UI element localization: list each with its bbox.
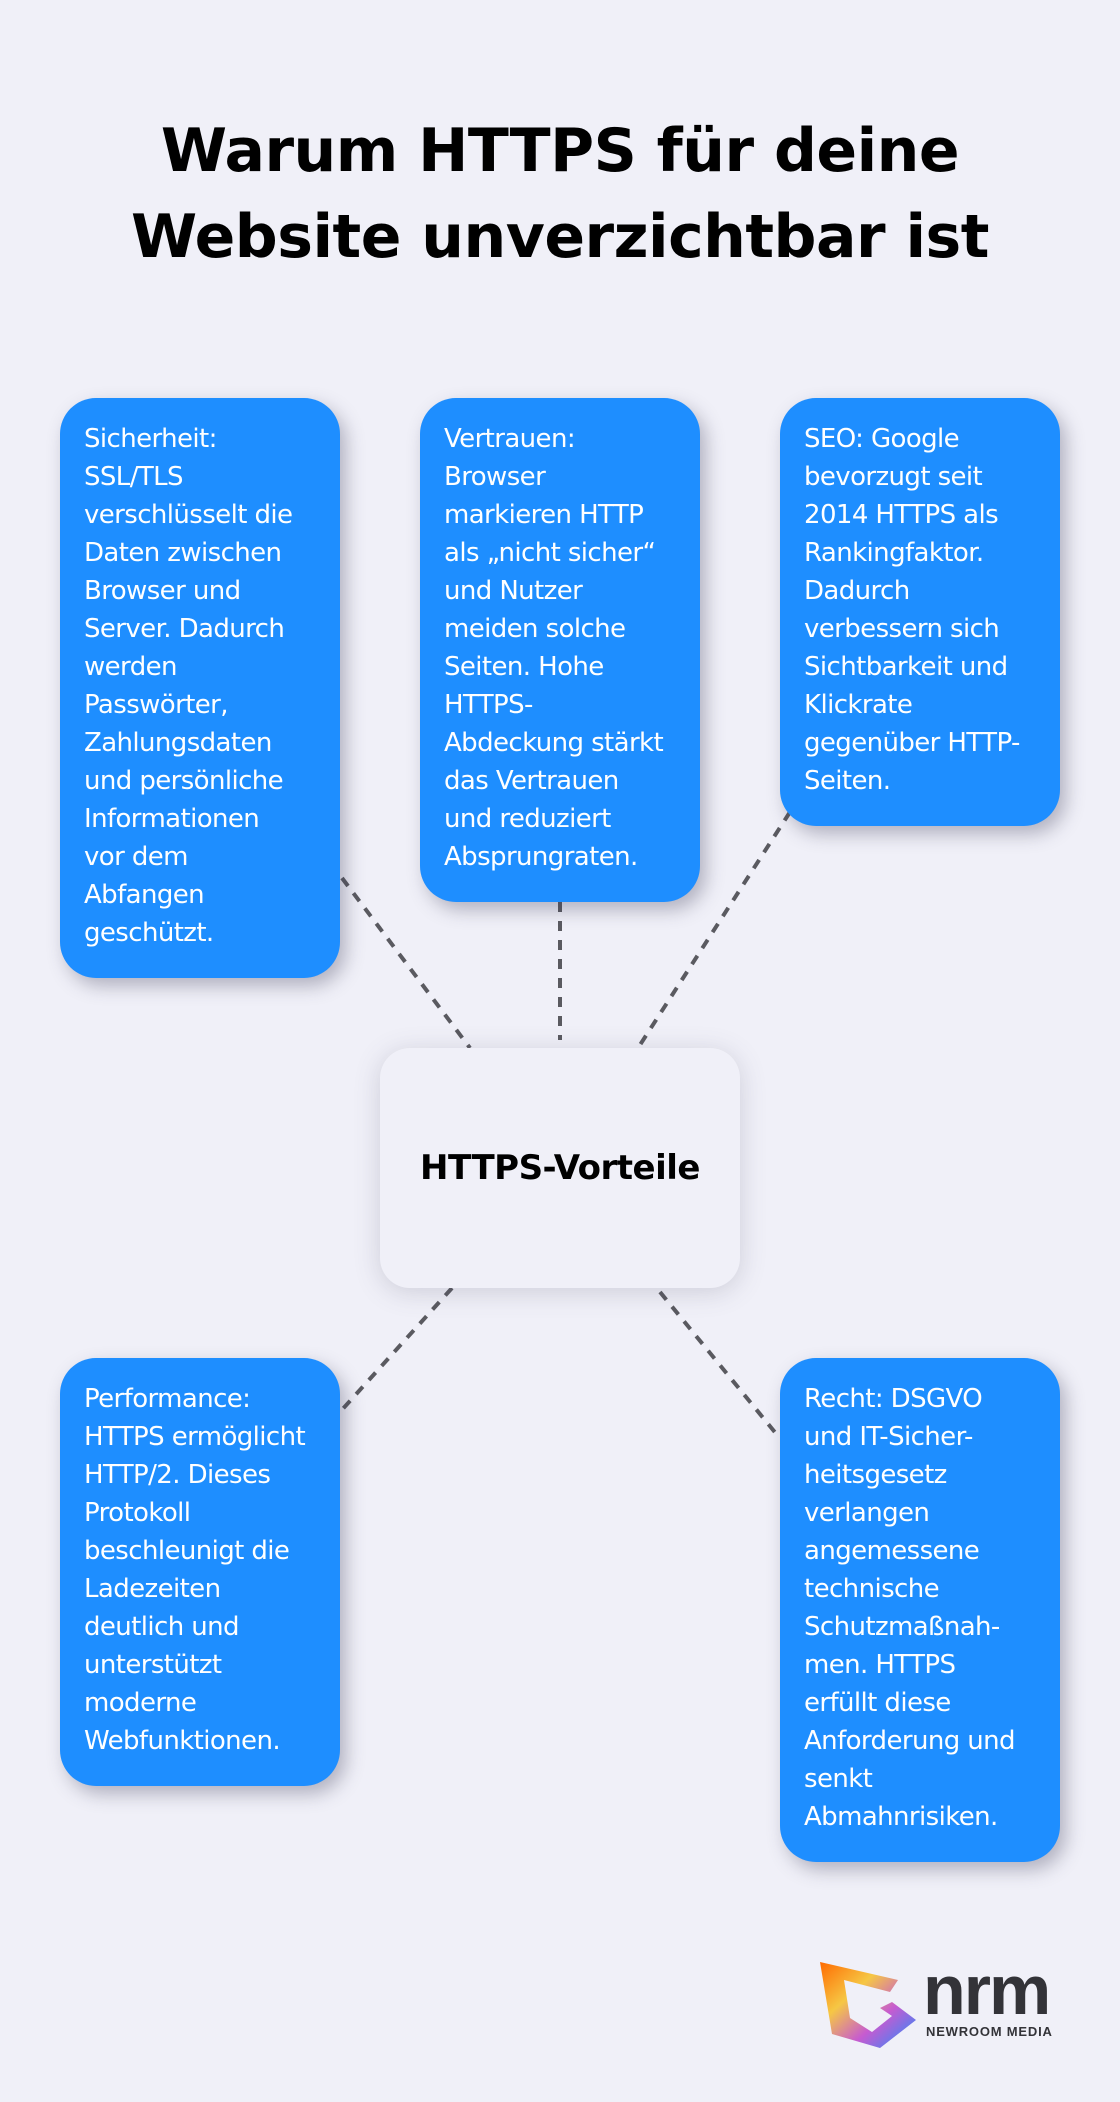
card-seo: SEO: Google bevorzugt seit 2014 HTTPS al… (780, 398, 1060, 826)
center-node: HTTPS-Vorteile (380, 1048, 740, 1288)
card-sicherheit: Sicherheit: SSL/TLS verschlüsselt die Da… (60, 398, 340, 978)
title-line-2: Website unverzichtbar ist (131, 202, 989, 272)
connector-performance (338, 1286, 454, 1414)
connector-recht (658, 1290, 780, 1438)
logo-subtitle: NEWROOM MEDIA (926, 2024, 1053, 2039)
connector-sicherheit (340, 876, 472, 1050)
card-recht: Recht: DSGVO und IT-Sicher- heitsgesetz … (780, 1358, 1060, 1862)
card-performance: Performance: HTTPS ermöglicht HTTP/2. Di… (60, 1358, 340, 1786)
page-title: Warum HTTPS für deine Website unverzicht… (0, 108, 1120, 280)
connector-seo (636, 810, 792, 1050)
card-vertrauen: Vertrauen: Browser markieren HTTP als „n… (420, 398, 700, 902)
nrm-logo: nrm NEWROOM MEDIA (818, 1951, 1068, 2048)
nrm-logo-mark-icon (820, 1962, 916, 2048)
center-node-label: HTTPS-Vorteile (420, 1148, 700, 1188)
title-line-1: Warum HTTPS für deine (160, 116, 960, 186)
logo-wordmark: nrm (923, 1951, 1051, 2029)
